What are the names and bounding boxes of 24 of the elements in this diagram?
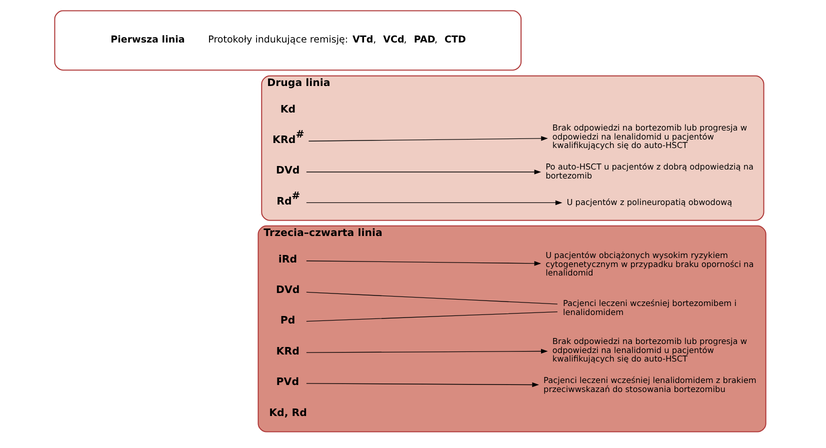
node-text: PVd [276, 377, 300, 388]
node-text: Brak odpowiedzi na bortezomib lub progresja w odpowiedzi na lenalidomid u pacjentów kwalifikujących się do auto-HSCT [552, 336, 748, 364]
arrow [306, 170, 542, 174]
node-text: Pacjenci leczeni wcześniej lenalidomidem z brakiem przeciwwskazań do stosowania bortezomibu [544, 375, 756, 394]
node-text: iRd [278, 254, 298, 266]
node-text: U pacjentów obciążonych wysokim ryzykiem cytogenetycznym w przypadku braku oporności na lenalidomid [546, 250, 754, 278]
arrow [308, 136, 548, 142]
node-text: Kd [280, 104, 296, 116]
connector [306, 292, 558, 304]
arrow [306, 348, 548, 354]
node-text: Brak odpowiedzi na bortezomib lub progresja w odpowiedzi na lenalidomid u pacjentów kwalifikujących się do auto-HSCT [552, 122, 748, 150]
node-text: KRd [276, 346, 300, 358]
arrow [306, 260, 542, 266]
node-text: Pacjenci leczeni wcześniej bortezomibem i lenalidomidem [562, 298, 736, 317]
node-box: Pierwsza linia Protokoły indukujące remisję: VTd, VCd, PAD, CTD [54, 10, 522, 71]
arrow [306, 200, 562, 206]
connector [306, 311, 558, 322]
node-text: Po auto-HSCT u pacjentów z dobrą odpowiedzią na bortezomib [546, 162, 754, 181]
node-text: DVd [276, 285, 300, 296]
node-text: Pd [280, 316, 296, 327]
node-text: Kd, Rd [269, 408, 308, 419]
node-text: U pacjentów z polineuropatią obwodową [566, 196, 732, 207]
node-text: DVd [276, 166, 300, 177]
arrow [306, 382, 540, 388]
